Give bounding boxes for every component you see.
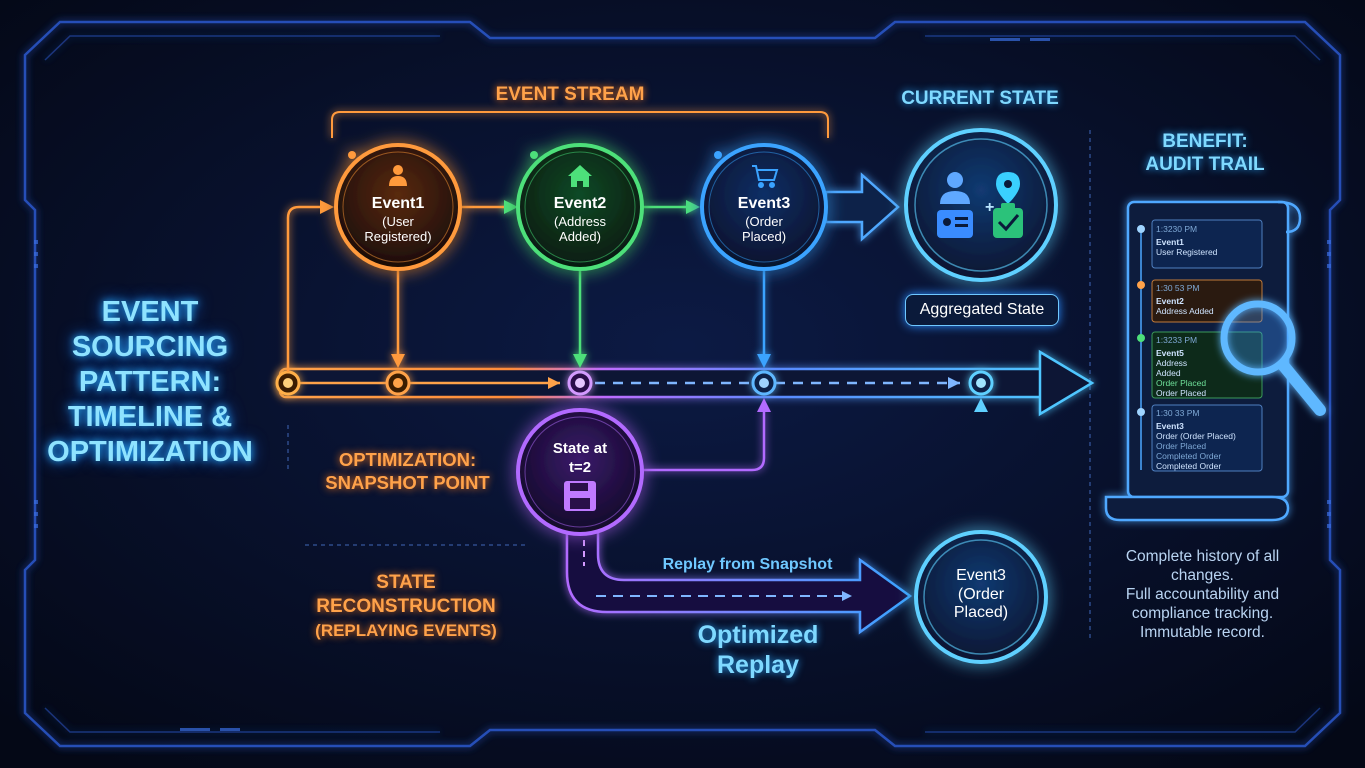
arrow-head [757,398,771,412]
title-line: EVENT [101,296,199,328]
optimized-replay-label: Optimized Replay [668,620,848,680]
snapshot-node-text: State at t=2 [530,439,630,477]
log-line: Event5 [1156,348,1184,358]
tech-frame [23,20,1342,748]
log-line: Completed Order [1156,451,1222,461]
description-line: compliance tracking. [1131,605,1274,622]
log-line: Order Placed [1156,388,1207,398]
event-desc: Placed) [741,229,787,244]
event-desc: (Address [553,214,607,229]
log-line: Order (Order Placed) [1156,431,1236,441]
description-line: changes. [1171,567,1234,584]
cart-icon [752,165,779,188]
title-line: PATTERN: [78,366,222,398]
snapshot-label-line: OPTIMIZATION: [338,449,477,470]
event-name: Event3 [737,195,791,212]
title-line: OPTIMIZATION [47,436,253,468]
event1-text: Event1 (User Registered) [348,194,448,244]
replay-event3-node [914,530,1048,664]
log-time: 1:3233 PM [1156,335,1198,345]
arrow-head [320,200,334,214]
log-line: Added [1156,368,1181,378]
aggregated-state-badge: Aggregated State [905,294,1059,326]
event-name: Event2 [553,195,607,212]
location-pin-icon [996,172,1020,204]
benefit-title-line: AUDIT TRAIL [1145,154,1265,175]
event3-node [700,143,828,271]
event2-text: Event2 (Address Added) [530,194,630,244]
snapshot-link [640,410,766,472]
event1-node [334,143,462,271]
reconstruction-line: RECONSTRUCTION [316,596,496,617]
reconstruction-line: STATE [376,572,436,593]
event-desc: Added) [559,229,601,244]
snapshot-node [516,408,644,536]
floppy-disk-icon [564,481,596,511]
optimized-line: Replay [717,651,799,679]
snapshot-label-line: SNAPSHOT POINT [325,472,490,493]
log-time: 1:30 53 PM [1156,283,1200,293]
event2-node [516,143,644,271]
log-line: Address [1156,358,1188,368]
event-name: Event1 [371,195,425,212]
magnifier-icon [1220,300,1326,416]
event-arrows [462,172,900,242]
log-time: 1:3230 PM [1156,224,1198,234]
replay-arrow-label: Replay from Snapshot [662,556,833,573]
log-line: User Registered [1156,247,1218,257]
event-desc: Registered) [364,229,432,244]
event-desc: (Order [957,586,1005,603]
title-line: SOURCING [71,331,229,363]
checkbox-icon [993,203,1023,238]
log-entry: 1:3230 PM Event1 User Registered [1156,224,1260,257]
description-line: Immutable record. [1140,624,1265,641]
drop-arrows [391,268,771,368]
page-title: EVENT SOURCING PATTERN: TIMELINE & OPTIM… [30,295,270,470]
description-line: Full accountability and [1125,586,1280,603]
event-desc: (User [382,214,414,229]
log-entry: 1:3233 PM Event5 Address Added Order Pla… [1156,335,1260,398]
event3-text: Event3 (Order Placed) [714,194,814,244]
log-line: Event3 [1156,421,1184,431]
arrow-head [974,398,988,412]
event-name: Event3 [956,567,1006,584]
benefit-description: Complete history of all changes. Full ac… [1100,547,1305,642]
feed-arrow [286,205,322,372]
benefit-title: BENEFIT: AUDIT TRAIL [1110,130,1300,176]
frame-dots [34,38,1331,731]
snapshot-label: OPTIMIZATION: SNAPSHOT POINT [300,448,515,494]
profile-card-icon [937,172,973,238]
event-stream-bracket [331,111,829,138]
log-line: Completed Order [1156,461,1222,471]
optimized-line: Optimized [697,621,819,649]
log-line: Event1 [1156,237,1184,247]
log-line: Order Placed [1156,378,1207,388]
log-entry: 1:30 53 PM Event2 Address Added [1156,283,1260,316]
user-icon [389,165,407,186]
benefit-title-line: BENEFIT: [1162,131,1248,152]
log-line: Address Added [1156,306,1214,316]
event-desc: Placed) [953,604,1009,621]
log-entry: 1:30 33 PM Event3 Order (Order Placed) O… [1156,408,1260,471]
replay-event3-text: Event3 (Order Placed) [926,566,1036,622]
reconstruction-line: (REPLAYING EVENTS) [315,621,497,640]
reconstruction-label: STATE RECONSTRUCTION (REPLAYING EVENTS) [296,571,516,643]
timeline-points [275,370,994,396]
replay-path [565,528,913,635]
description-line: Complete history of all [1125,548,1280,565]
snapshot-node-line: State at [552,440,608,457]
snapshot-node-line: t=2 [568,459,592,476]
plus-icon: + [985,199,994,216]
event-desc: (Order [745,214,783,229]
current-state-node [904,128,1058,282]
title-line: TIMELINE & [67,401,233,433]
log-line: Order Placed [1156,441,1207,451]
house-icon [568,165,592,187]
log-time: 1:30 33 PM [1156,408,1200,418]
log-line: Event2 [1156,296,1184,306]
event-stream-label: EVENT STREAM [495,84,645,105]
current-state-label: CURRENT STATE [901,88,1059,109]
